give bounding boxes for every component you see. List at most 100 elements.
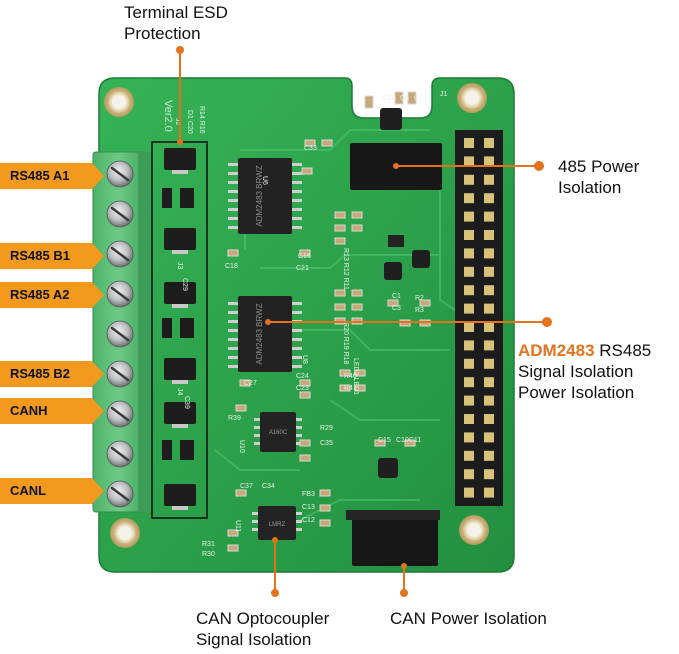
svg-text:R31: R31 xyxy=(202,541,215,548)
header-pin xyxy=(484,156,494,167)
port-tag-rs485-b1: RS485 B1 xyxy=(0,243,104,269)
svg-text:C35: C35 xyxy=(320,440,333,447)
header-pin xyxy=(464,322,474,332)
header-pin xyxy=(464,266,474,277)
header-pin xyxy=(464,230,474,240)
callout-can-power: CAN Power Isolation xyxy=(390,608,547,629)
svg-text:U10: U10 xyxy=(238,440,245,453)
callout-can-opto: CAN Optocoupler Signal Isolation xyxy=(196,608,329,650)
header-pin xyxy=(484,450,494,461)
svg-text:C14: C14 xyxy=(383,95,396,102)
svg-text:R30: R30 xyxy=(202,551,215,558)
svg-text:C10: C10 xyxy=(396,437,409,444)
svg-text:ADM2483 BRWZ: ADM2483 BRWZ xyxy=(255,165,264,226)
header-pin xyxy=(464,395,474,406)
callout-terminal-esd-line1: Terminal ESD xyxy=(124,3,228,22)
svg-text:R13 R12 R11: R13 R12 R11 xyxy=(342,248,349,290)
header-pin xyxy=(464,303,474,314)
header-pin xyxy=(464,358,474,369)
svg-text:A160C: A160C xyxy=(269,430,288,436)
svg-text:C18: C18 xyxy=(225,263,238,270)
header-pin xyxy=(484,303,494,314)
svg-text:C13: C13 xyxy=(302,504,315,511)
svg-text:J2: J2 xyxy=(174,118,181,126)
chip-u6: ADM2483 BRWZ xyxy=(228,158,302,234)
callout-adm2483-line1: ADM2483 RS485 xyxy=(518,340,651,361)
callout-485-power-line1: 485 Power xyxy=(558,157,640,176)
svg-text:C11: C11 xyxy=(409,437,421,444)
port-tag-canh: CANH xyxy=(0,398,104,424)
header-pin xyxy=(484,432,494,443)
callout-adm2483-line3: Power Isolation xyxy=(518,383,635,402)
svg-text:C34: C34 xyxy=(262,483,275,490)
svg-text:FB3: FB3 xyxy=(302,491,315,498)
svg-text:R41: R41 xyxy=(344,385,357,392)
callout-adm2483: ADM2483 RS485 Signal Isolation Power Iso… xyxy=(518,340,651,403)
header-pin xyxy=(484,230,494,240)
svg-text:LED2 LED1: LED2 LED1 xyxy=(352,358,359,395)
port-tag-rs485-a1: RS485 A1 xyxy=(0,163,104,189)
header-pin xyxy=(484,285,494,296)
svg-text:C37: C37 xyxy=(240,483,253,490)
callout-adm2483-rest: RS485 xyxy=(594,341,652,360)
callout-terminal-esd-line2: Protection xyxy=(124,24,201,43)
svg-text:R40: R40 xyxy=(344,373,357,380)
header-pin xyxy=(484,469,494,480)
svg-text:C6: C6 xyxy=(400,95,409,102)
svg-text:R2: R2 xyxy=(415,295,424,302)
header-pin xyxy=(484,487,494,498)
header-pin xyxy=(484,193,494,204)
header-pin xyxy=(484,395,494,406)
svg-text:C23: C23 xyxy=(296,385,309,392)
header-pin xyxy=(484,211,494,222)
header-pin xyxy=(464,156,474,167)
header-pin xyxy=(464,487,474,498)
header-pin xyxy=(464,174,474,185)
callout-can-opto-line1: CAN Optocoupler xyxy=(196,609,330,628)
header-pin xyxy=(464,285,474,296)
opto-chip-1: A160C xyxy=(254,412,302,452)
callout-adm2483-line2: Signal Isolation xyxy=(518,362,634,381)
header-pin xyxy=(464,414,474,424)
svg-text:C21: C21 xyxy=(296,265,309,272)
svg-text:J3: J3 xyxy=(176,262,183,270)
header-pin xyxy=(484,174,494,185)
power-module-can xyxy=(352,518,438,566)
svg-text:R3: R3 xyxy=(415,307,424,314)
header-pin xyxy=(464,377,474,388)
header-pin xyxy=(464,469,474,480)
svg-text:C1: C1 xyxy=(392,293,401,300)
svg-text:C33: C33 xyxy=(304,145,317,152)
header-pin xyxy=(484,266,494,277)
svg-text:C24: C24 xyxy=(296,373,309,380)
svg-text:R29: R29 xyxy=(320,425,333,432)
port-tag-canl: CANL xyxy=(0,478,104,504)
callout-adm2483-accent: ADM2483 xyxy=(518,341,595,360)
header-pin xyxy=(464,340,474,351)
svg-text:Ver2.0: Ver2.0 xyxy=(162,100,174,132)
svg-text:U11: U11 xyxy=(234,520,241,532)
svg-text:R39: R39 xyxy=(228,415,241,422)
svg-text:J1: J1 xyxy=(440,91,448,98)
screw-terminal-icon xyxy=(92,151,152,513)
svg-text:J4: J4 xyxy=(176,388,183,396)
svg-text:C3: C3 xyxy=(392,305,401,312)
header-pin xyxy=(484,322,494,332)
callout-can-opto-line2: Signal Isolation xyxy=(196,630,312,649)
svg-text:C16: C16 xyxy=(298,253,311,260)
svg-text:C12: C12 xyxy=(302,517,315,524)
svg-text:U6: U6 xyxy=(261,176,268,185)
header-pin xyxy=(464,193,474,204)
header-pin xyxy=(464,211,474,222)
svg-text:D1 C20: D1 C20 xyxy=(186,110,193,134)
svg-text:C27: C27 xyxy=(244,380,257,387)
header-pin xyxy=(464,248,474,259)
header-pin xyxy=(464,432,474,443)
svg-text:C7: C7 xyxy=(414,95,423,102)
opto-chip-2: LMRZ xyxy=(252,506,302,540)
header-pin xyxy=(484,340,494,351)
header-pin xyxy=(484,138,494,148)
mounting-hole-icon xyxy=(104,83,489,548)
